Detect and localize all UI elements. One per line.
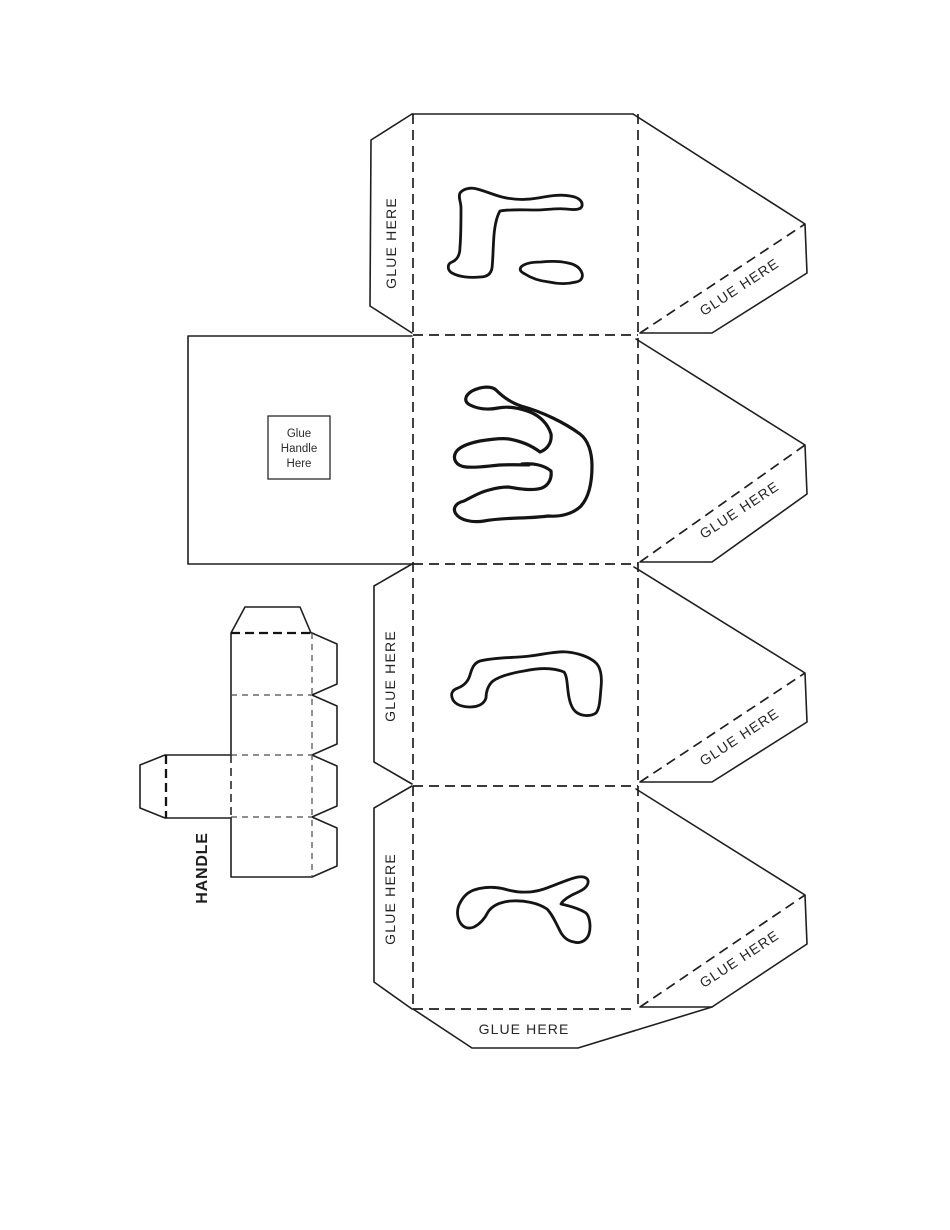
fold-right-flap-2 — [639, 444, 806, 563]
hebrew-letter-nun-cutout — [450, 650, 603, 717]
fold-right-flap-1 — [639, 223, 806, 334]
handle-label: HANDLE — [194, 832, 211, 903]
right-point-flap-1 — [632, 113, 808, 334]
handle-strip-tabs — [311, 632, 338, 878]
glue-here-label-right-flap-4: GLUE HERE — [697, 927, 782, 991]
hebrew-letter-shin-cutout — [452, 385, 594, 524]
glue-here-label-left-flap-4: GLUE HERE — [382, 853, 398, 945]
glue-here-label-right-flap-2: GLUE HERE — [697, 478, 782, 542]
glue-here-label-left-flap-1: GLUE HERE — [383, 197, 399, 289]
fold-right-flap-4 — [639, 894, 806, 1008]
right-point-flap-3 — [633, 566, 808, 783]
glue-handle-target-box: Glue Handle Here — [267, 415, 331, 480]
left-glue-flap-panel-1 — [369, 113, 413, 334]
glue-here-label-left-flap-3: GLUE HERE — [382, 630, 398, 722]
handle-bar-outline — [139, 754, 232, 819]
right-point-flap-4 — [635, 788, 808, 1008]
hebrew-letter-gimel-cutout — [456, 875, 592, 944]
glue-handle-box-line1: Glue — [287, 428, 311, 440]
main-strip-fold-lines — [412, 114, 806, 1010]
glue-handle-box-line2: Handle — [281, 443, 317, 455]
handle-strip-outline — [230, 606, 312, 878]
fold-right-flap-3 — [639, 672, 806, 783]
glue-here-label-bottom-flap: GLUE HERE — [479, 1021, 570, 1037]
glue-handle-box-outline — [267, 415, 331, 480]
bottom-glue-flap — [412, 1006, 713, 1049]
hebrew-letter-hey-cutout — [446, 186, 584, 285]
right-point-flap-2 — [635, 338, 808, 563]
hey-detached-leg — [518, 259, 584, 285]
handle-template: HANDLE — [139, 606, 338, 904]
main-strip-cut-lines — [187, 113, 808, 1049]
left-glue-flap-panel-4 — [373, 785, 413, 1010]
gimel-outline — [456, 875, 592, 944]
left-glue-flap-panel-3 — [373, 563, 413, 785]
nun-outline — [450, 650, 603, 717]
shin-outline — [452, 385, 594, 524]
base-panel-outline — [187, 335, 413, 565]
glue-handle-box-line3: Here — [287, 458, 312, 470]
hey-main-stroke — [446, 186, 584, 279]
